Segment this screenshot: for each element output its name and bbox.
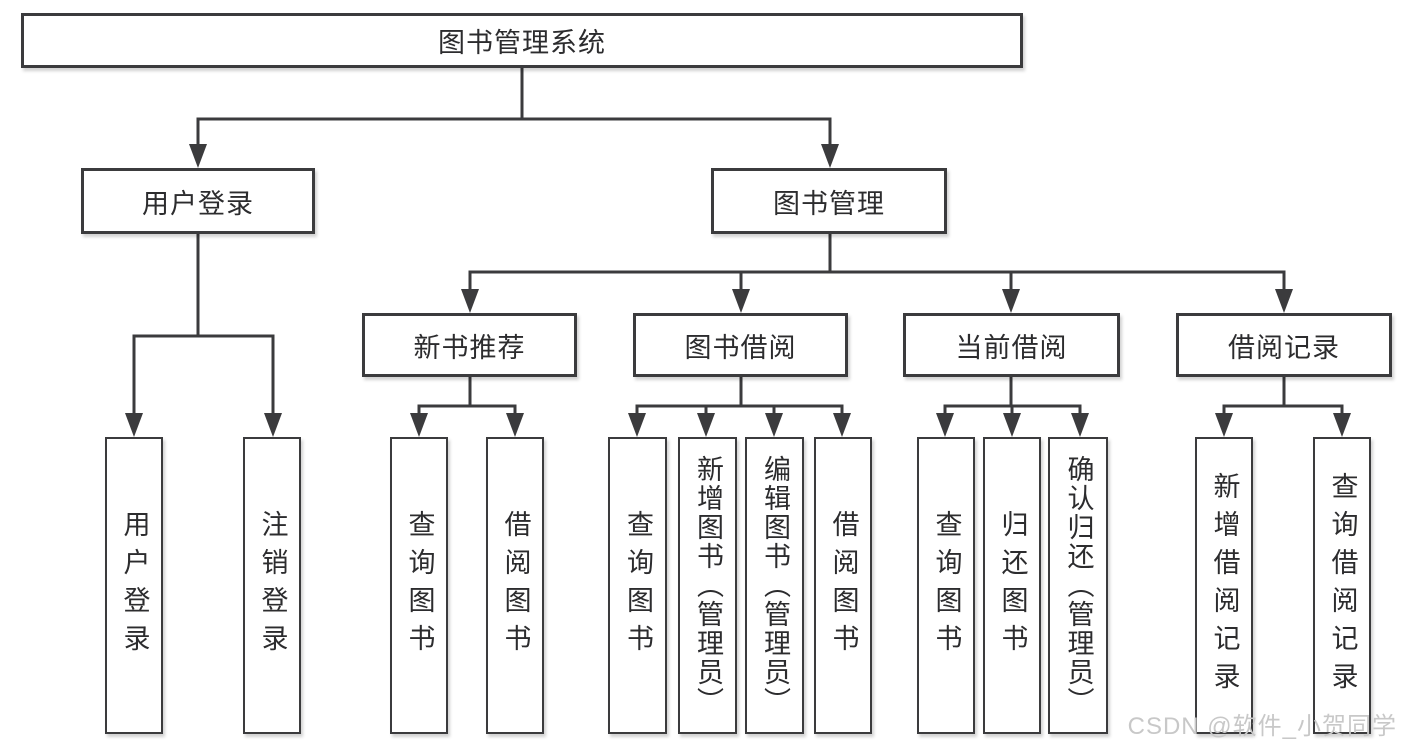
arrow-down-icon bbox=[1275, 289, 1293, 313]
node-leaf-logout: 注销登录 bbox=[243, 437, 301, 734]
node-label: 当前借阅 bbox=[955, 332, 1068, 363]
node-label: 借阅图书 bbox=[500, 509, 531, 662]
node-leaf-return-books: 归还图书 bbox=[983, 437, 1041, 734]
node-label: 查询图书 bbox=[931, 509, 962, 662]
arrow-down-icon bbox=[1071, 413, 1089, 437]
arrow-down-icon bbox=[833, 413, 851, 437]
arrow-down-icon bbox=[765, 413, 783, 437]
node-leaf-edit-books-admin: 编辑图书（管理员） bbox=[745, 437, 804, 734]
arrowheads bbox=[125, 144, 1351, 437]
arrow-down-icon bbox=[1002, 289, 1020, 313]
node-leaf-user-login: 用户登录 bbox=[105, 437, 163, 734]
arrow-down-icon bbox=[125, 413, 143, 437]
arrow-down-icon bbox=[1333, 413, 1351, 437]
user-login-children-branch-line bbox=[132, 334, 275, 414]
node-label: 图书借阅 bbox=[684, 332, 797, 363]
node-leaf-confirm-return-admin: 确认归还（管理员） bbox=[1048, 437, 1108, 734]
node-label: 归还图书 bbox=[997, 509, 1028, 662]
node-label: 查询图书 bbox=[404, 509, 435, 662]
node-label: 用户登录 bbox=[119, 509, 150, 662]
arrow-down-icon bbox=[628, 413, 646, 437]
borrowing-records-children-branch-line bbox=[1222, 404, 1344, 414]
node-borrowing-records: 借阅记录 bbox=[1176, 313, 1392, 377]
node-label: 图书管理系统 bbox=[438, 28, 606, 58]
node-leaf-query-books-3: 查询图书 bbox=[917, 437, 975, 734]
node-label: 图书管理 bbox=[773, 188, 885, 219]
arrow-down-icon bbox=[189, 144, 207, 168]
new-book-children-branch-line bbox=[417, 404, 517, 414]
node-book-borrowing: 图书借阅 bbox=[633, 313, 848, 377]
book-borrowing-children-branch-line bbox=[635, 404, 844, 414]
tree-branch-lines bbox=[132, 68, 1344, 414]
arrow-down-icon bbox=[1003, 413, 1021, 437]
node-label: 新增借阅记录 bbox=[1209, 471, 1240, 700]
arrow-down-icon bbox=[732, 289, 750, 313]
node-label: 新书推荐 bbox=[413, 332, 526, 363]
node-new-book-recommend: 新书推荐 bbox=[362, 313, 577, 377]
node-leaf-add-books-admin: 新增图书（管理员） bbox=[678, 437, 737, 734]
node-leaf-borrow-books-2: 借阅图书 bbox=[814, 437, 872, 734]
node-root-library-system: 图书管理系统 bbox=[21, 13, 1023, 68]
node-label: 借阅图书 bbox=[828, 509, 859, 662]
arrow-down-icon bbox=[461, 289, 479, 313]
arrow-down-icon bbox=[410, 413, 428, 437]
level2-branch-line bbox=[468, 270, 1286, 290]
node-label: 用户登录 bbox=[142, 188, 254, 219]
node-leaf-add-borrow-record: 新增借阅记录 bbox=[1195, 437, 1253, 734]
csdn-watermark: CSDN @软件_小贺同学 bbox=[1127, 713, 1397, 740]
arrow-down-icon bbox=[1215, 413, 1233, 437]
node-leaf-query-books-2: 查询图书 bbox=[608, 437, 667, 734]
node-label: 编辑图书（管理员） bbox=[760, 455, 790, 716]
arrow-down-icon bbox=[264, 413, 282, 437]
arrow-down-icon bbox=[821, 144, 839, 168]
node-book-management: 图书管理 bbox=[711, 168, 947, 234]
node-current-borrowing: 当前借阅 bbox=[903, 313, 1120, 377]
node-leaf-query-books-1: 查询图书 bbox=[390, 437, 448, 734]
node-leaf-borrow-books-1: 借阅图书 bbox=[486, 437, 544, 734]
node-label: 新增图书（管理员） bbox=[693, 455, 723, 716]
node-user-login: 用户登录 bbox=[81, 168, 315, 234]
arrow-down-icon bbox=[936, 413, 954, 437]
node-leaf-query-borrow-record: 查询借阅记录 bbox=[1313, 437, 1371, 734]
current-borrowing-children-branch-line bbox=[943, 404, 1082, 414]
node-label: 确认归还（管理员） bbox=[1063, 455, 1094, 716]
arrow-down-icon bbox=[697, 413, 715, 437]
node-label: 查询图书 bbox=[623, 509, 653, 662]
node-label: 注销登录 bbox=[257, 509, 288, 662]
node-label: 查询借阅记录 bbox=[1327, 471, 1358, 700]
arrow-down-icon bbox=[506, 413, 524, 437]
level1-branch-line bbox=[196, 117, 832, 144]
node-label: 借阅记录 bbox=[1228, 332, 1340, 363]
